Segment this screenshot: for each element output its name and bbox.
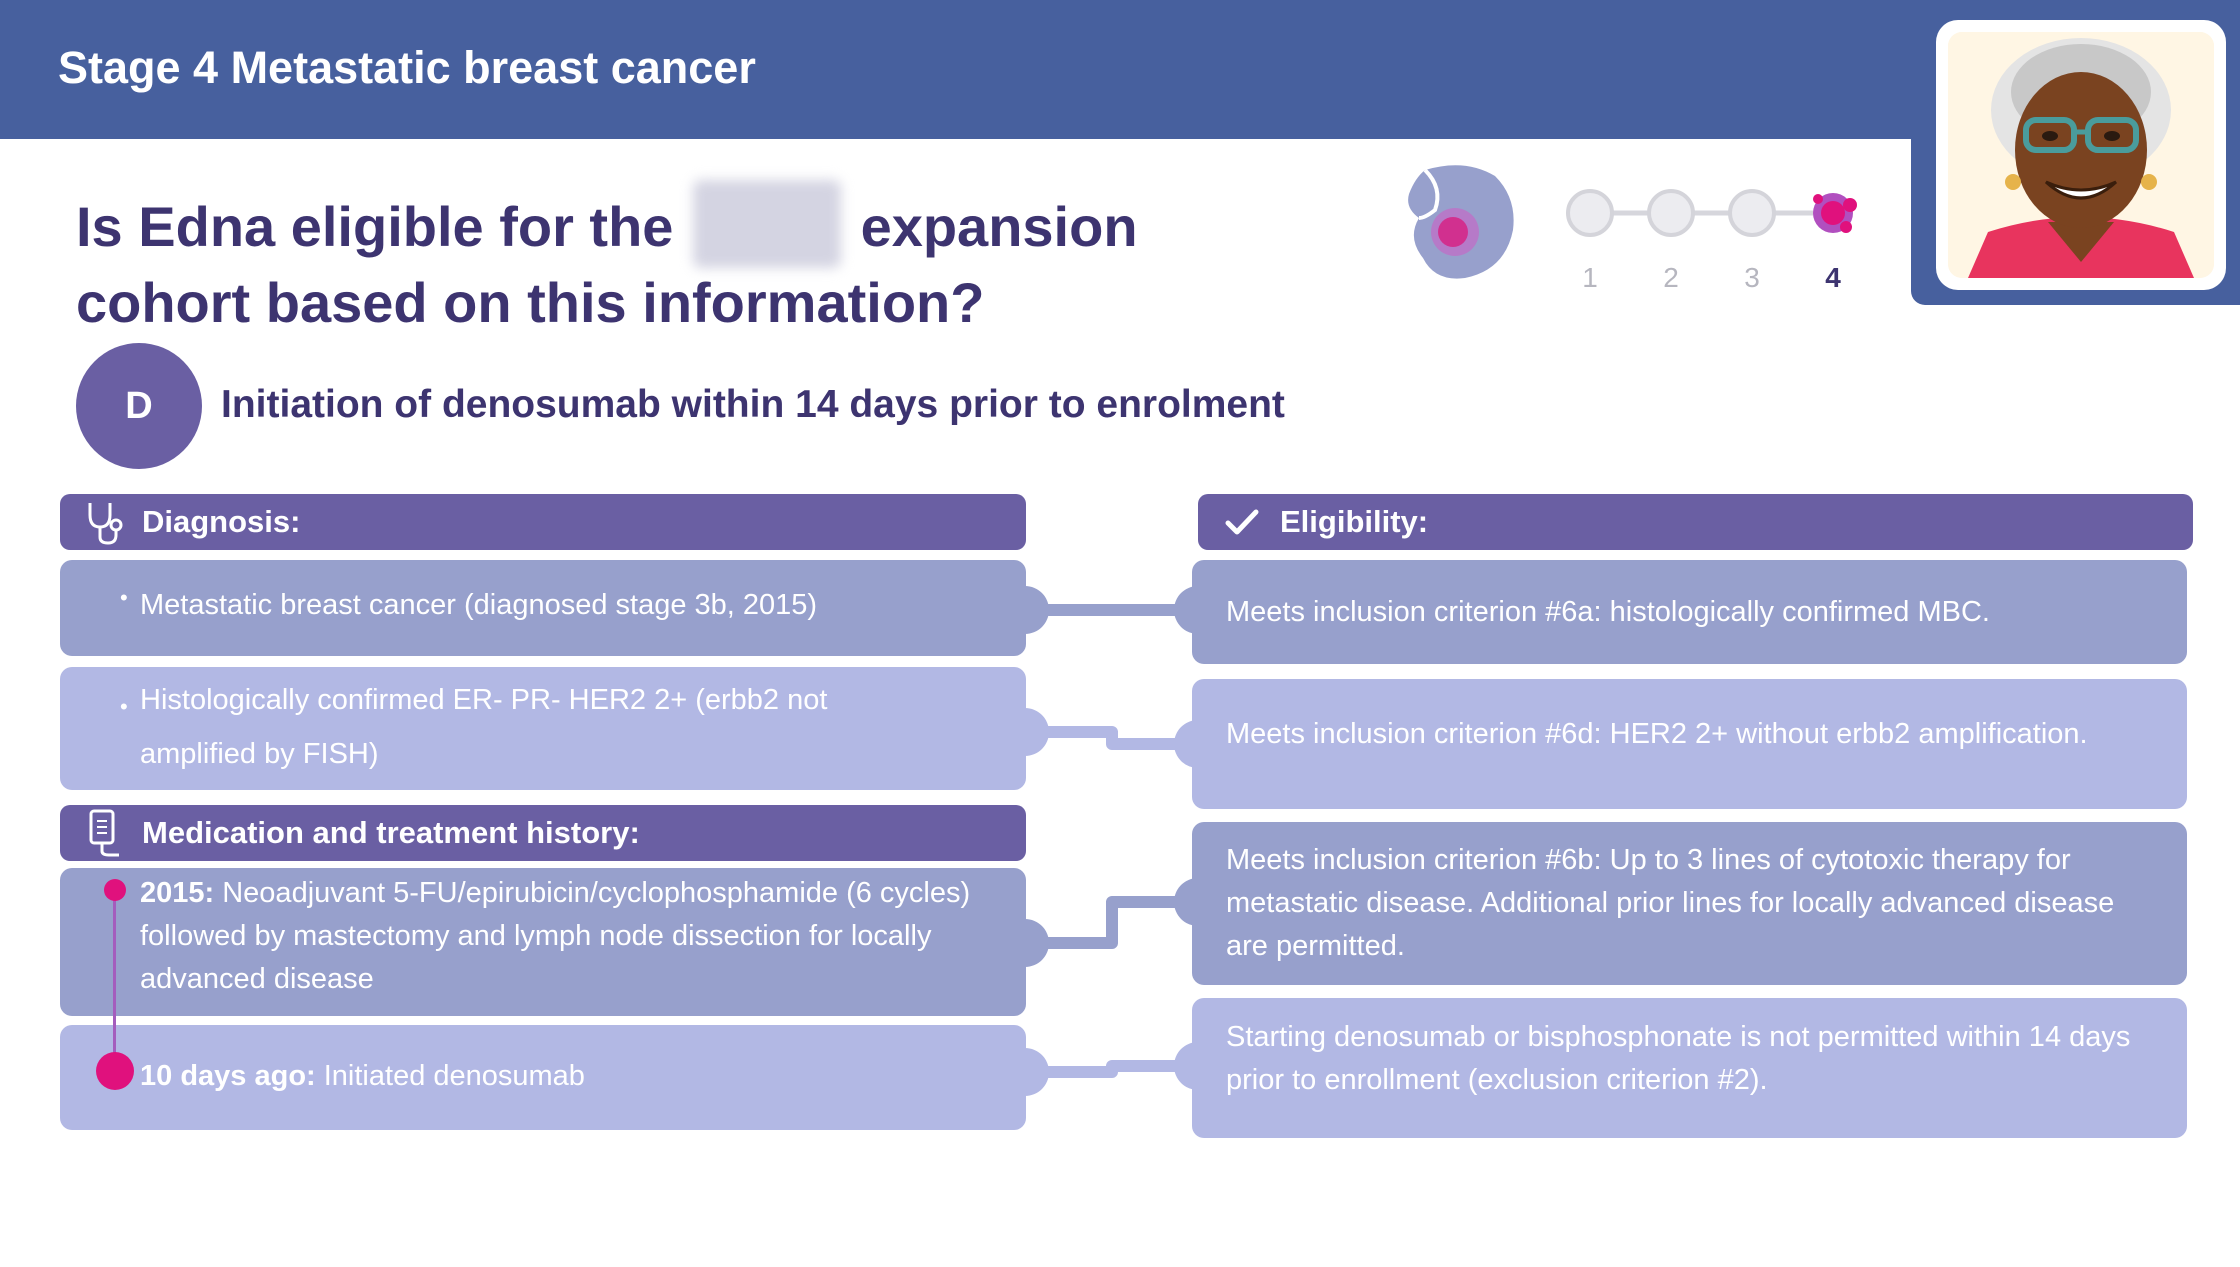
step-label-4: 4 <box>1825 262 1841 293</box>
step-label-2: 2 <box>1663 262 1679 293</box>
criterion-text: Initiation of denosumab within 14 days p… <box>221 383 1285 426</box>
medication-card-1: 2015: Neoadjuvant 5-FU/epirubicin/cyclop… <box>60 868 1026 1016</box>
medication-item-1-line1: Neoadjuvant 5-FU/epirubicin/cyclophospha… <box>222 877 971 909</box>
medication-item-1-line2: followed by mastectomy and lymph node di… <box>140 920 932 952</box>
eligibility-card-2: Meets inclusion criterion #6d: HER2 2+ w… <box>1192 679 2187 809</box>
connector-4 <box>1025 1060 1198 1078</box>
medication-date-1: 2015: <box>140 877 215 909</box>
checkmark-icon <box>1214 494 1270 550</box>
stethoscope-icon <box>76 494 132 550</box>
eligibility-header: Eligibility: <box>1198 494 2193 550</box>
medication-header: Medication and treatment history: <box>60 805 1026 861</box>
diagnosis-card-2: • Histologically confirmed ER- PR- HER2 … <box>60 667 1026 790</box>
diagnosis-header: Diagnosis: <box>60 494 1026 550</box>
medication-title: Medication and treatment history: <box>142 815 640 850</box>
page-title: Stage 4 Metastatic breast cancer <box>58 42 756 93</box>
eligibility-item-3: Meets inclusion criterion #6b: Up to 3 l… <box>1226 844 2115 962</box>
breast-tumor-icon <box>1395 158 1520 283</box>
eligibility-item-4: Starting denosumab or bisphosphonate is … <box>1226 1021 2131 1096</box>
eligibility-item-1: Meets inclusion criterion #6a: histologi… <box>1226 595 1990 628</box>
bullet: • <box>120 694 128 719</box>
connector-3 <box>1025 896 1198 949</box>
diagnosis-title: Diagnosis: <box>142 504 301 539</box>
eligibility-card-3: Meets inclusion criterion #6b: Up to 3 l… <box>1192 822 2187 985</box>
progress-stepper <box>1566 189 1857 237</box>
medication-card-2: 10 days ago: Initiated denosumab <box>60 1025 1026 1130</box>
step-circle-2 <box>1647 189 1695 237</box>
question-part2: expansion cohort based on this informati… <box>76 195 1138 334</box>
diagnosis-item-1: Metastatic breast cancer (diagnosed stag… <box>140 589 818 621</box>
patient-portrait-frame <box>1936 20 2226 290</box>
question-heading: Is Edna eligible for the expansion cohor… <box>76 180 1176 338</box>
redacted-drug-name <box>693 180 841 268</box>
eligibility-card-1: Meets inclusion criterion #6a: histologi… <box>1192 560 2187 664</box>
diagnosis-card-1: • Metastatic breast cancer (diagnosed st… <box>60 560 1026 656</box>
step-circle-1 <box>1566 189 1614 237</box>
timeline-line <box>113 890 116 1070</box>
medication-date-2: 10 days ago: <box>140 1060 316 1092</box>
eligibility-title: Eligibility: <box>1280 504 1429 539</box>
criterion-letter-badge: D <box>76 343 202 469</box>
step-circle-3 <box>1728 189 1776 237</box>
step-label-1: 1 <box>1582 262 1598 293</box>
diagnosis-item-2a: Histologically confirmed ER- PR- HER2 2+… <box>140 684 828 716</box>
medication-item-2-line1: Initiated denosumab <box>323 1060 585 1092</box>
eligibility-card-4: Starting denosumab or bisphosphonate is … <box>1192 998 2187 1138</box>
medication-item-1-line3: advanced disease <box>140 963 374 995</box>
step-label-3: 3 <box>1744 262 1760 293</box>
header-bar <box>0 0 2240 139</box>
iv-bag-icon <box>76 805 132 861</box>
diagnosis-item-2b: amplified by FISH) <box>140 738 379 770</box>
connector-2 <box>1025 726 1198 750</box>
question-part1: Is Edna eligible for the <box>76 195 674 258</box>
timeline-dot-2015 <box>104 879 126 901</box>
eligibility-item-2: Meets inclusion criterion #6d: HER2 2+ w… <box>1226 718 2088 750</box>
bullet: • <box>120 585 128 610</box>
patient-portrait <box>1948 32 2214 278</box>
timeline-dot-current <box>96 1052 134 1090</box>
